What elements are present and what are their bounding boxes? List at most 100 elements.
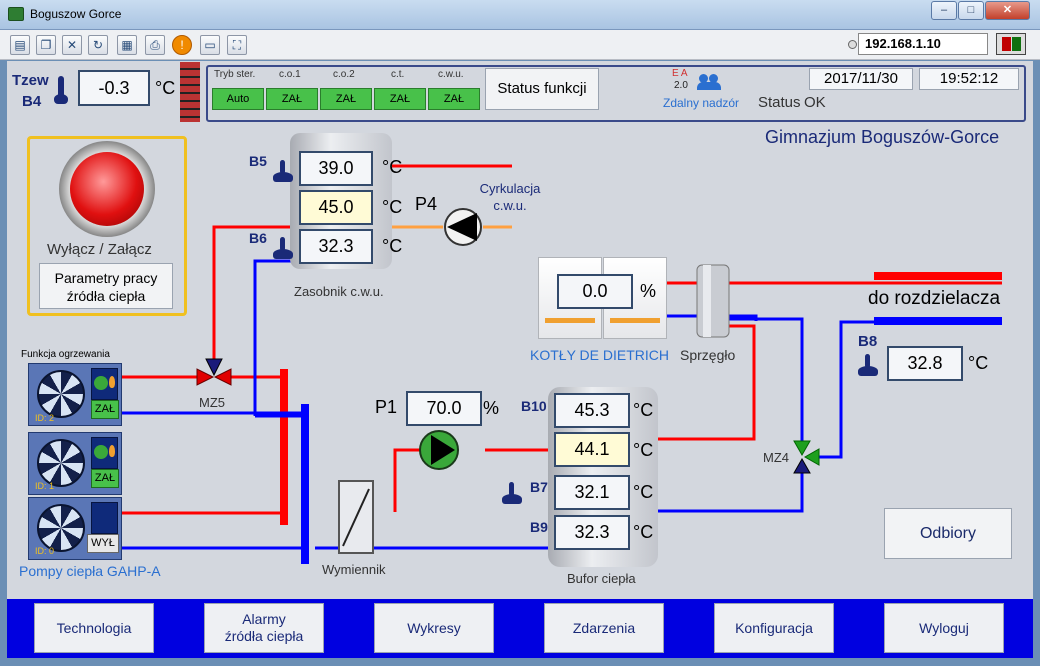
date-display: 2017/11/30 — [809, 68, 913, 90]
valve-mz4[interactable] — [793, 440, 820, 474]
nav-konfiguracja-label: Konfiguracja — [735, 619, 813, 636]
ea-indicator: E A — [672, 68, 688, 79]
pump-p4-icon[interactable] — [444, 208, 482, 246]
nav-zdarzenia-label: Zdarzenia — [572, 619, 636, 636]
site-title: Gimnazjum Boguszów-Gorce — [765, 127, 1000, 147]
mz5-label: MZ5 — [199, 395, 225, 410]
monitor-icon[interactable]: ▤ — [10, 35, 30, 55]
windows-icon[interactable]: ❐ — [36, 35, 56, 55]
thermometer-icon — [54, 76, 68, 106]
mode-status-panel — [206, 65, 1026, 122]
nav-technologia-label: Technologia — [56, 619, 132, 636]
b4-label: B4 — [22, 93, 42, 110]
dhw-mid-value: 45.0 — [299, 190, 373, 225]
b10-unit: °C — [633, 400, 654, 420]
buffer-v2-value: 44.1 — [554, 432, 630, 467]
p1-value: 70.0 — [406, 391, 482, 426]
params-button[interactable]: Parametry pracy źródła ciepła — [39, 263, 173, 309]
ip-address-field[interactable]: 192.168.1.10 — [858, 33, 988, 55]
b9-value: 32.3 — [554, 515, 630, 550]
co1-state[interactable]: ZAŁ — [266, 88, 318, 110]
alert-icon[interactable]: ! — [172, 35, 192, 55]
disconnect-icon[interactable]: ▭ — [200, 35, 220, 55]
nav-alarmy-label-2: źródła ciepła — [224, 628, 304, 644]
b5-label: B5 — [249, 153, 267, 169]
remote-label: Zdalny nadzór — [663, 96, 740, 110]
nav-technologia-button[interactable]: Technologia — [34, 603, 154, 653]
outdoor-temp-unit: °C — [155, 78, 176, 98]
valve-mz5[interactable] — [196, 358, 232, 386]
heat-pumps-name: Pompy ciepła GAHP-A — [19, 563, 161, 579]
heat-pump-unit-0[interactable] — [28, 497, 122, 560]
b7-unit: °C — [633, 482, 654, 502]
b6-label: B6 — [249, 230, 267, 246]
nav-wyloguj-button[interactable]: Wyloguj — [884, 603, 1004, 653]
b6-value: 32.3 — [299, 229, 373, 264]
maximize-button[interactable]: □ — [958, 1, 984, 20]
refresh-icon[interactable]: ↻ — [88, 35, 108, 55]
remote-users-icon — [695, 66, 725, 90]
pump-p1-icon[interactable] — [419, 430, 459, 470]
heat-exchanger — [338, 480, 374, 554]
b10-value: 45.3 — [554, 393, 630, 428]
cwu-label: c.w.u. — [438, 69, 464, 80]
nav-zdarzenia-button[interactable]: Zdarzenia — [544, 603, 664, 653]
buffer-v2-unit: °C — [633, 440, 654, 460]
minimize-button[interactable]: – — [931, 1, 957, 20]
remote-version: 2.0 — [674, 80, 688, 91]
nav-wykresy-label: Wykresy — [407, 619, 461, 636]
fullscreen-icon[interactable]: ⛶ — [227, 35, 247, 55]
hp2-id: ID: 2 — [35, 413, 55, 423]
p1-label: P1 — [375, 397, 398, 417]
b5-unit: °C — [382, 157, 403, 177]
title-bar: Boguszow Gorce – □ ✕ — [0, 0, 1040, 30]
nav-wykresy-button[interactable]: Wykresy — [374, 603, 494, 653]
dhw-tank-name: Zasobnik c.w.u. — [294, 284, 384, 299]
ct-state[interactable]: ZAŁ — [374, 88, 426, 110]
connection-flag-icon — [996, 33, 1026, 55]
tryb-value[interactable]: Auto — [212, 88, 264, 110]
p4-label: P4 — [415, 194, 438, 214]
p1-unit: % — [483, 398, 500, 418]
time-display: 19:52:12 — [919, 68, 1019, 90]
main-panel: Tzew B4 -0.3 °C Tryb ster. Auto c.o.1 ZA… — [7, 61, 1033, 599]
b5-thermometer-icon — [273, 160, 293, 184]
co2-label: c.o.2 — [333, 69, 355, 80]
b8-label: B8 — [858, 333, 878, 350]
wall-icon — [180, 62, 200, 122]
power-button[interactable] — [70, 152, 144, 226]
flag-green-bar — [1012, 37, 1021, 51]
co2-state[interactable]: ZAŁ — [320, 88, 372, 110]
hp2-state: ZAŁ — [91, 400, 119, 419]
status-value: OK — [804, 94, 826, 111]
b7-value: 32.1 — [554, 475, 630, 510]
p4-description: Cyrkulacja c.w.u. — [475, 180, 545, 214]
hp1-id: ID: 1 — [35, 481, 55, 491]
close-button[interactable]: ✕ — [985, 1, 1030, 20]
nav-konfiguracja-button[interactable]: Konfiguracja — [714, 603, 834, 653]
ct-label: c.t. — [391, 69, 405, 80]
tools-icon[interactable]: ✕ — [62, 35, 82, 55]
printer-icon[interactable]: ⎙ — [145, 35, 165, 55]
b9-label: B9 — [530, 519, 548, 535]
app-icon — [8, 7, 24, 21]
params-button-line1: Parametry pracy — [54, 270, 158, 286]
nav-alarmy-label-1: Alarmy — [242, 611, 286, 628]
connection-radio[interactable] — [848, 40, 857, 49]
b10-label: B10 — [521, 398, 547, 414]
heating-function-label: Funkcja ogrzewania — [21, 349, 110, 360]
return-bar — [874, 317, 1002, 325]
odbiory-button[interactable]: Odbiory — [884, 508, 1012, 559]
cwu-state[interactable]: ZAŁ — [428, 88, 480, 110]
tzew-label: Tzew — [12, 72, 49, 89]
nav-wyloguj-label: Wyloguj — [919, 619, 969, 636]
status-funkcji-button[interactable]: Status funkcji — [485, 68, 599, 110]
windows-logo-icon[interactable]: ▦ — [117, 35, 137, 55]
blue-header-bar — [301, 404, 309, 564]
buffer-name: Bufor ciepła — [567, 571, 636, 586]
b5-value: 39.0 — [299, 151, 373, 186]
power-panel — [27, 136, 187, 316]
boiler-power-value: 0.0 — [557, 274, 633, 309]
